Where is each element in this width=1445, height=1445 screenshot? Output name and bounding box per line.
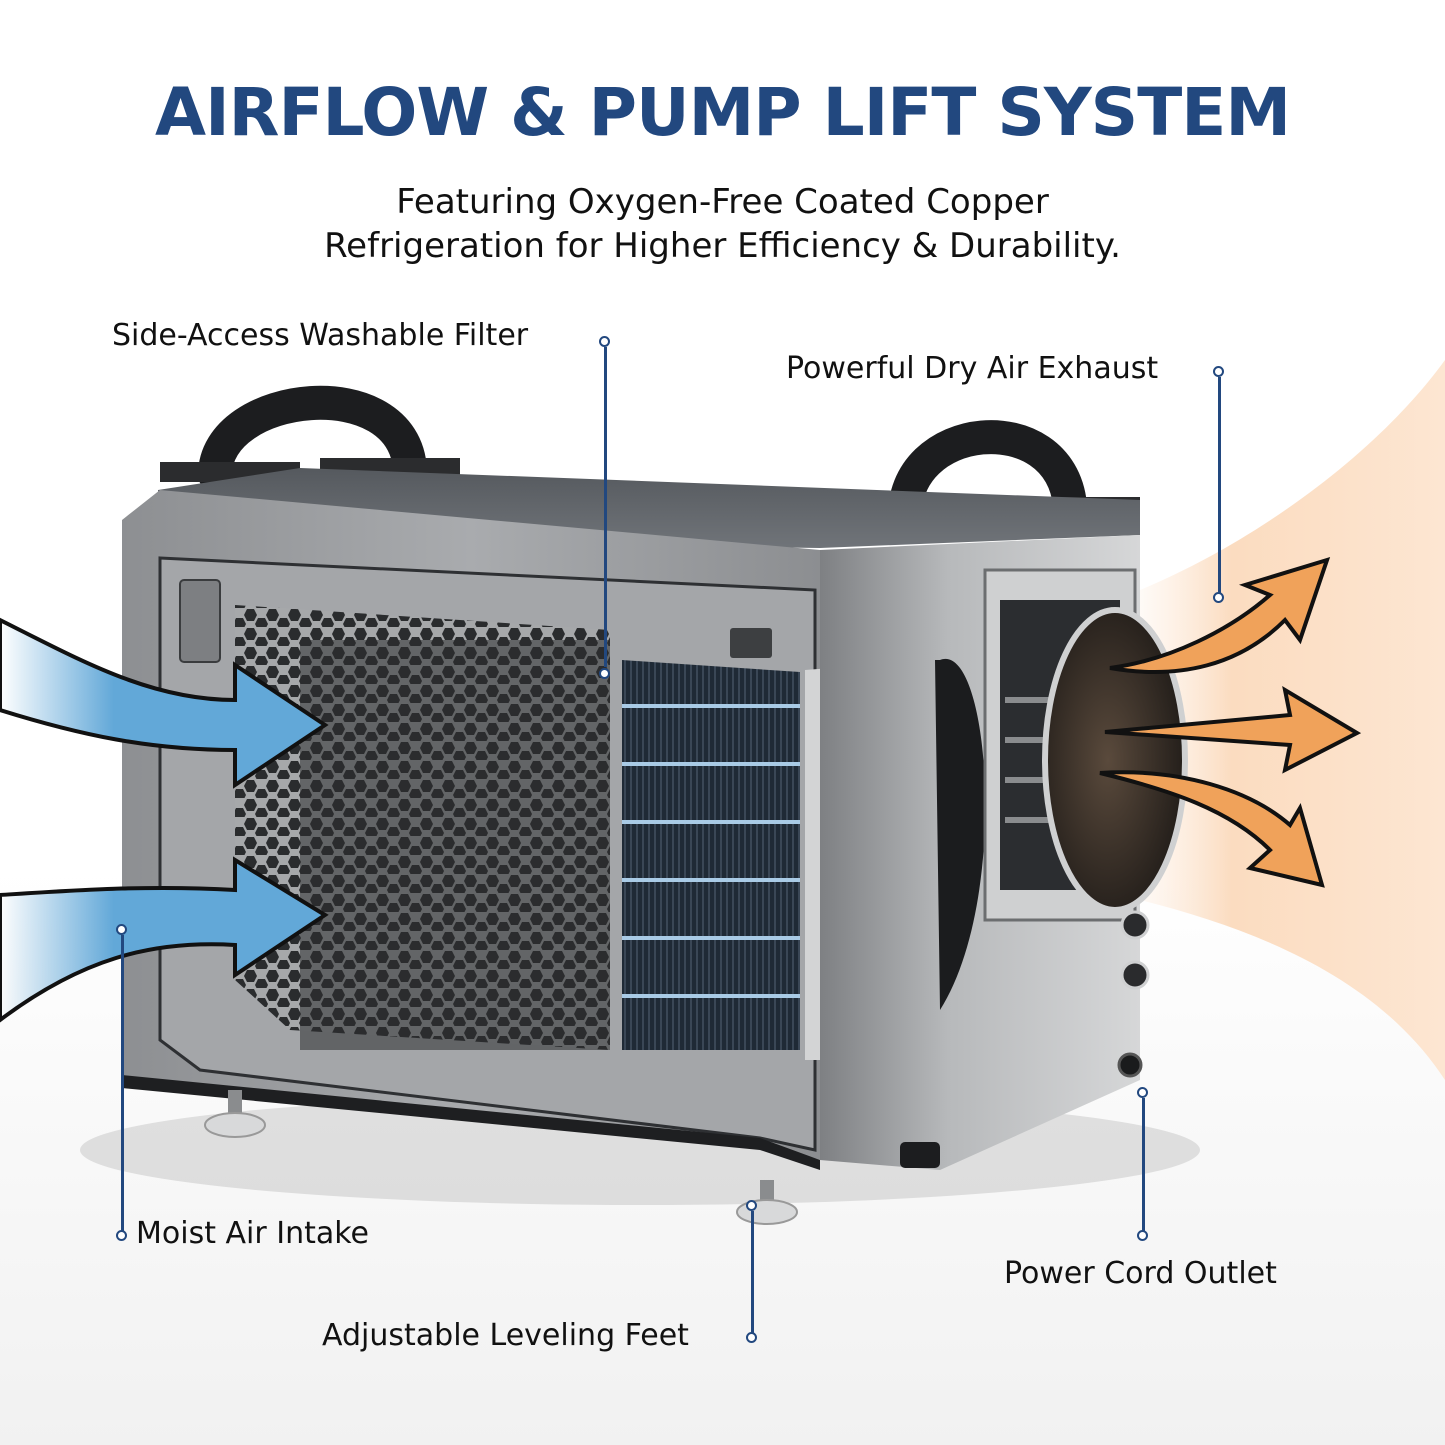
pump-port-icon	[1120, 960, 1150, 990]
subtitle-line-2: Refrigeration for Higher Efficiency & Du…	[324, 226, 1121, 266]
intake-arrow-icon	[0, 617, 329, 1023]
callout-feet-dot-icon	[746, 1332, 757, 1343]
callout-filter-line	[604, 347, 607, 667]
page-title: AIRFLOW & PUMP LIFT SYSTEM	[155, 74, 1291, 151]
callout-exhaust-dot-icon	[1213, 366, 1224, 377]
callout-intake-dot-icon	[116, 1230, 127, 1241]
subtitle: Featuring Oxygen-Free Coated Copper Refr…	[0, 180, 1445, 268]
exhaust-arrow-icon	[1099, 556, 1362, 888]
callout-filter-label: Side-Access Washable Filter	[112, 318, 529, 353]
callout-feet-anchor-icon	[746, 1200, 757, 1211]
callout-filter-anchor-icon	[599, 668, 610, 679]
callout-intake-anchor-icon	[116, 924, 127, 935]
callout-filter-dot-icon	[599, 336, 610, 347]
callout-exhaust-label: Powerful Dry Air Exhaust	[786, 351, 1159, 386]
callout-power-line	[1142, 1098, 1145, 1234]
callout-power-label: Power Cord Outlet	[1004, 1256, 1277, 1291]
power-port-icon	[1120, 910, 1150, 940]
callout-feet-line	[751, 1211, 754, 1333]
callout-exhaust-anchor-icon	[1213, 592, 1224, 603]
callout-power-anchor-icon	[1137, 1087, 1148, 1098]
callout-exhaust-line	[1218, 377, 1221, 595]
subtitle-line-1: Featuring Oxygen-Free Coated Copper	[396, 182, 1049, 222]
carry-handle-left-icon	[160, 385, 460, 492]
callout-intake-label: Moist Air Intake	[136, 1216, 369, 1251]
drain-port-icon	[1117, 1052, 1143, 1078]
leveling-foot-left-icon	[204, 1090, 266, 1138]
callout-feet-label: Adjustable Leveling Feet	[322, 1318, 689, 1353]
exhaust-duct	[1042, 607, 1188, 913]
callout-power-dot-icon	[1137, 1230, 1148, 1241]
callout-intake-line	[121, 935, 124, 1231]
